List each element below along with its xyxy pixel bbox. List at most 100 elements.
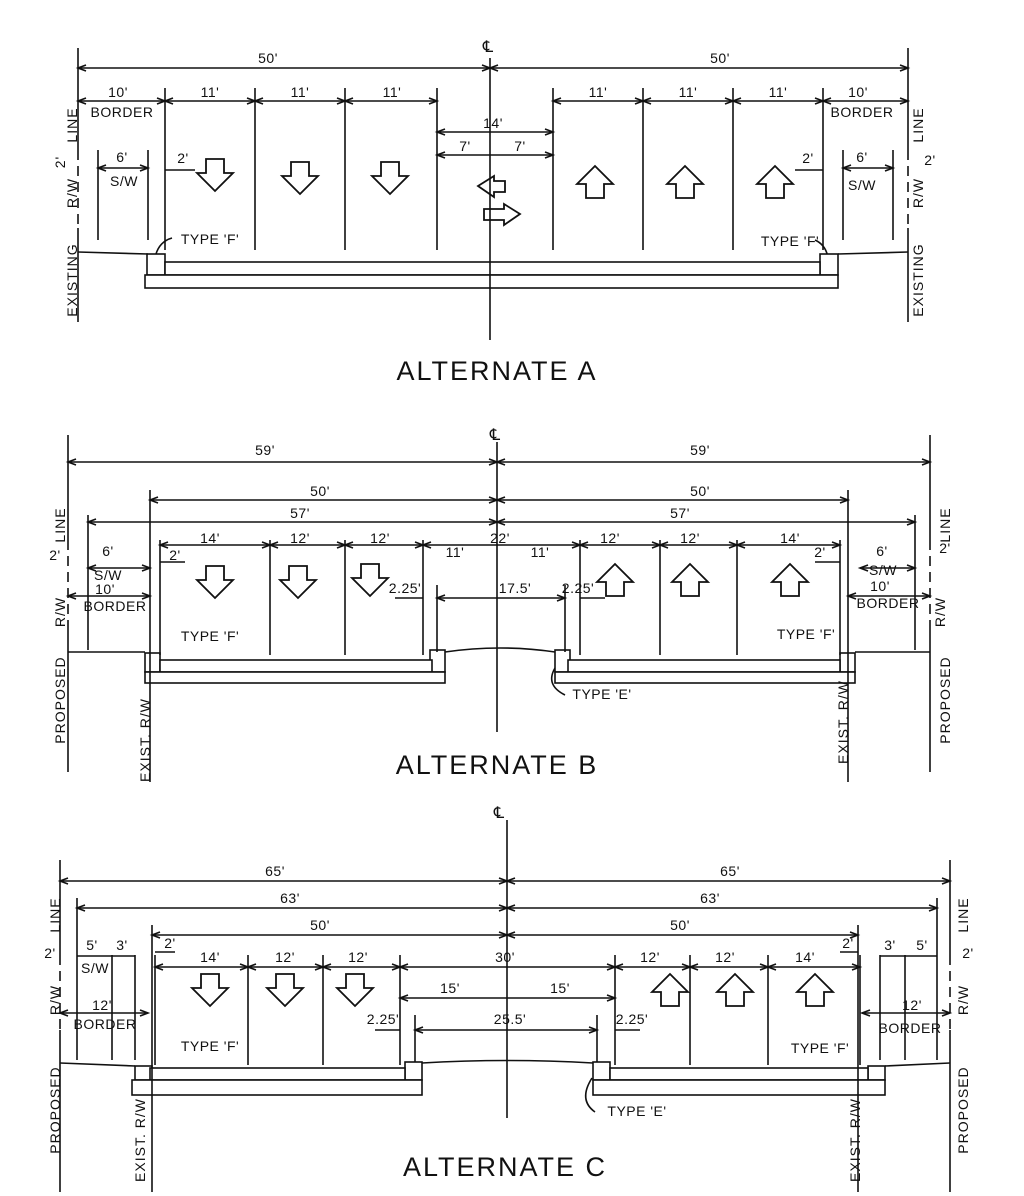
drawing-label: 2' [924,152,935,168]
lane-arrow-down-icon [279,161,321,196]
pavement-base [554,671,856,684]
drawing-label: TYPE 'F' [791,1040,849,1056]
ground-line [77,251,149,255]
curb-type-f [146,253,166,276]
ground-line [59,1062,136,1067]
dimension-labels: 59'59'50'50'57'57'14'12'12'22'11'11'12'1… [49,442,953,782]
drawing-label: 2.25' [616,1011,648,1027]
drawing-label: 2' [802,150,813,166]
drawing-label: 12' [92,997,112,1013]
drawing-label: 50' [310,483,330,499]
drawing-label: EXISTING [910,243,926,316]
lane-arrow-down-icon [334,973,376,1008]
drawing-label: 11' [291,84,310,100]
drawing-label: S/W [110,173,138,189]
pavement-base [144,274,839,289]
drawing-label: 2' [49,547,60,563]
drawing-label: 65' [720,863,740,879]
drawing-label: 25.5' [494,1011,526,1027]
drawing-label: TYPE 'F' [181,628,239,644]
lane-arrow-up-icon [649,972,691,1007]
centerline-symbol: ℄ [482,37,494,56]
drawing-label: TYPE 'E' [607,1103,666,1119]
drawing-label: 5' [86,937,97,953]
drawing-label: 22' [490,530,510,546]
curb-type-e [404,1061,423,1081]
drawing-label: LINE [955,897,971,932]
drawing-label: 14' [483,115,503,131]
curb-type-f [867,1065,886,1081]
drawing-label: 63' [700,890,720,906]
drawing-label: 12' [680,530,700,546]
lane-arrow-down-icon [369,161,411,196]
alternate-c-title: ALTERNATE C [403,1152,607,1182]
drawing-label: 12' [275,949,295,965]
drawing-label: 12' [370,530,390,546]
lane-arrow-up-icon [594,562,636,597]
pavement [149,1067,406,1081]
drawing-label: R/W [955,985,971,1015]
turn-arrow-left-icon [476,174,506,199]
pavement [567,659,841,673]
drawing-label: BORDER [857,595,920,611]
drawing-label: 50' [258,50,278,66]
drawing-label: 50' [670,917,690,933]
lane-arrow-up-icon [714,972,756,1007]
drawing-label: 12' [640,949,660,965]
pavement-base [144,671,446,684]
drawing-label: 63' [280,890,300,906]
ground-line [884,1062,951,1067]
drawing-label: 2' [962,945,973,961]
drawing-label: 11' [589,84,608,100]
drawing-label: 7' [514,138,525,154]
leader-line [550,667,566,696]
pavement-base [131,1079,423,1096]
centerline-symbol: ℄ [493,803,505,822]
alternate-a-section: ℄ ALTERNATE A 50'50'10'11'11'11'11'11'11… [52,37,935,386]
drawing-label: 12' [348,949,368,965]
drawing-label: 11' [679,84,698,100]
drawing-label: S/W [869,562,897,578]
drawing-label: 11' [383,84,402,100]
drawing-label: PROPOSED [955,1066,971,1153]
lane-arrow-down-icon [194,158,236,193]
drawing-label: 14' [780,530,800,546]
drawing-label: 11' [201,84,220,100]
drawing-label: 12' [600,530,620,546]
lane-arrow-down-icon [189,973,231,1008]
drawing-label: R/W [910,178,926,208]
lane-arrow-down-icon [264,973,306,1008]
drawing-label: 7' [459,138,470,154]
alternate-a-title: ALTERNATE A [396,356,597,386]
curb-type-e [592,1061,611,1081]
drawing-label: 57' [290,505,310,521]
drawing-label: EXIST. R/W [137,698,153,782]
drawing-label: BORDER [91,104,154,120]
drawing-label: 12' [715,949,735,965]
lane-arrow-down-icon [194,565,236,600]
drawing-label: TYPE 'F' [181,231,239,247]
drawing-label: 2.25' [389,580,421,596]
lane-arrow-up-icon [769,562,811,597]
turn-arrow-right-icon [483,202,522,227]
drawing-label: 59' [255,442,275,458]
drawing-label: R/W [932,597,948,627]
lane-arrow-up-icon [754,164,796,199]
drawing-label: BORDER [831,104,894,120]
ground-line [837,251,909,255]
drawing-label: S/W [81,960,109,976]
drawing-label: 14' [795,949,815,965]
drawing-label: S/W [848,177,876,193]
alternate-c-section: ℄ ALTERNATE C 65'65'63'63'50'50'2'14'12'… [44,803,973,1192]
lane-arrow-down-icon [349,563,391,598]
drawing-label: R/W [52,597,68,627]
drawing-label: TYPE 'E' [572,686,631,702]
drawing-label: 15' [440,980,460,996]
drawing-label: TYPE 'F' [181,1038,239,1054]
alternate-b-section: ℄ ALTERNATE B 59'59'50'50'57'57'14'12'12… [49,425,953,782]
drawing-label: 11' [446,544,465,560]
drawing-label: 59' [690,442,710,458]
drawing-label: 6' [856,149,867,165]
